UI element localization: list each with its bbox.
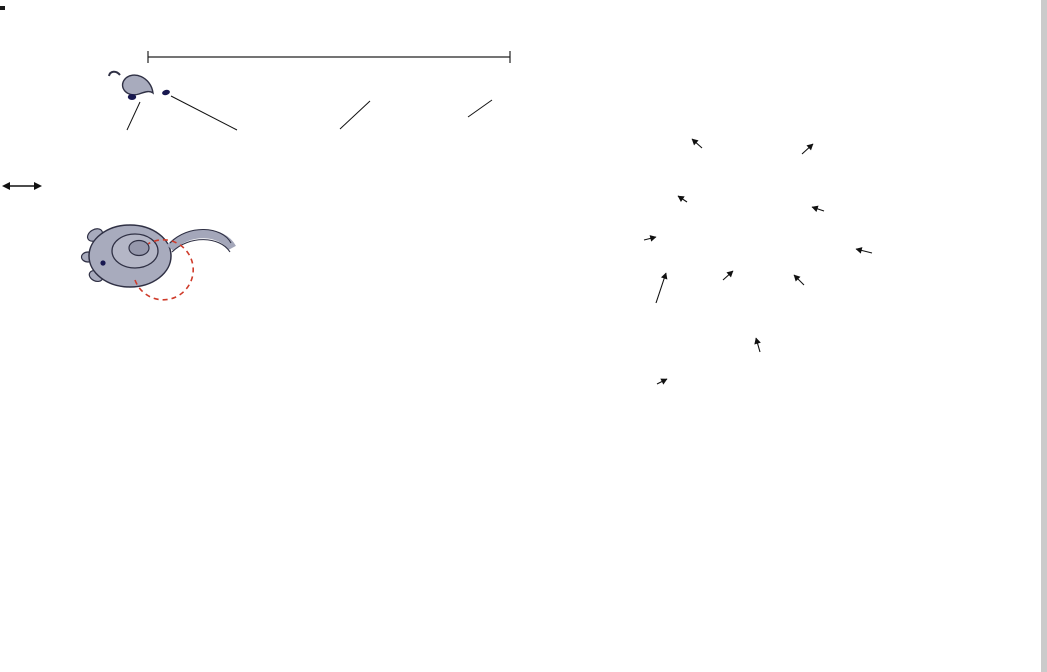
arrow-400: [793, 274, 805, 286]
round-window-mark: [127, 94, 137, 100]
page-edge-strip: [1041, 0, 1047, 672]
red-dashed-arc: [134, 239, 194, 301]
leader-round-window: [126, 101, 141, 131]
leader-basilar-membrane: [339, 100, 371, 130]
leader-oval-window: [170, 95, 238, 131]
scan-artifact: [0, 6, 5, 10]
arrow-800: [677, 195, 688, 203]
leader-helicotrema: [467, 99, 493, 118]
arrow-2000: [855, 247, 873, 254]
arrow-4000: [691, 138, 703, 149]
arrow-1500: [754, 337, 761, 353]
arrow-7000: [656, 378, 668, 385]
oval-window-mark: [162, 89, 170, 96]
coiled-cochlea: [80, 224, 236, 288]
sound-double-arrow: [2, 182, 42, 190]
round-window-dot: [100, 260, 106, 266]
arrow-200: [722, 270, 734, 281]
arrow-1000: [655, 272, 668, 304]
cochlea-base-hook: [108, 70, 154, 100]
scale-bracket-33mm: [147, 51, 511, 63]
frequency-pointer-arrows: [643, 138, 873, 385]
arrow-3000: [801, 143, 814, 155]
overlay-lines: [2, 89, 873, 385]
arrow-600: [811, 205, 825, 213]
stapes-stub: [108, 70, 121, 77]
arrow-5000: [643, 235, 657, 242]
